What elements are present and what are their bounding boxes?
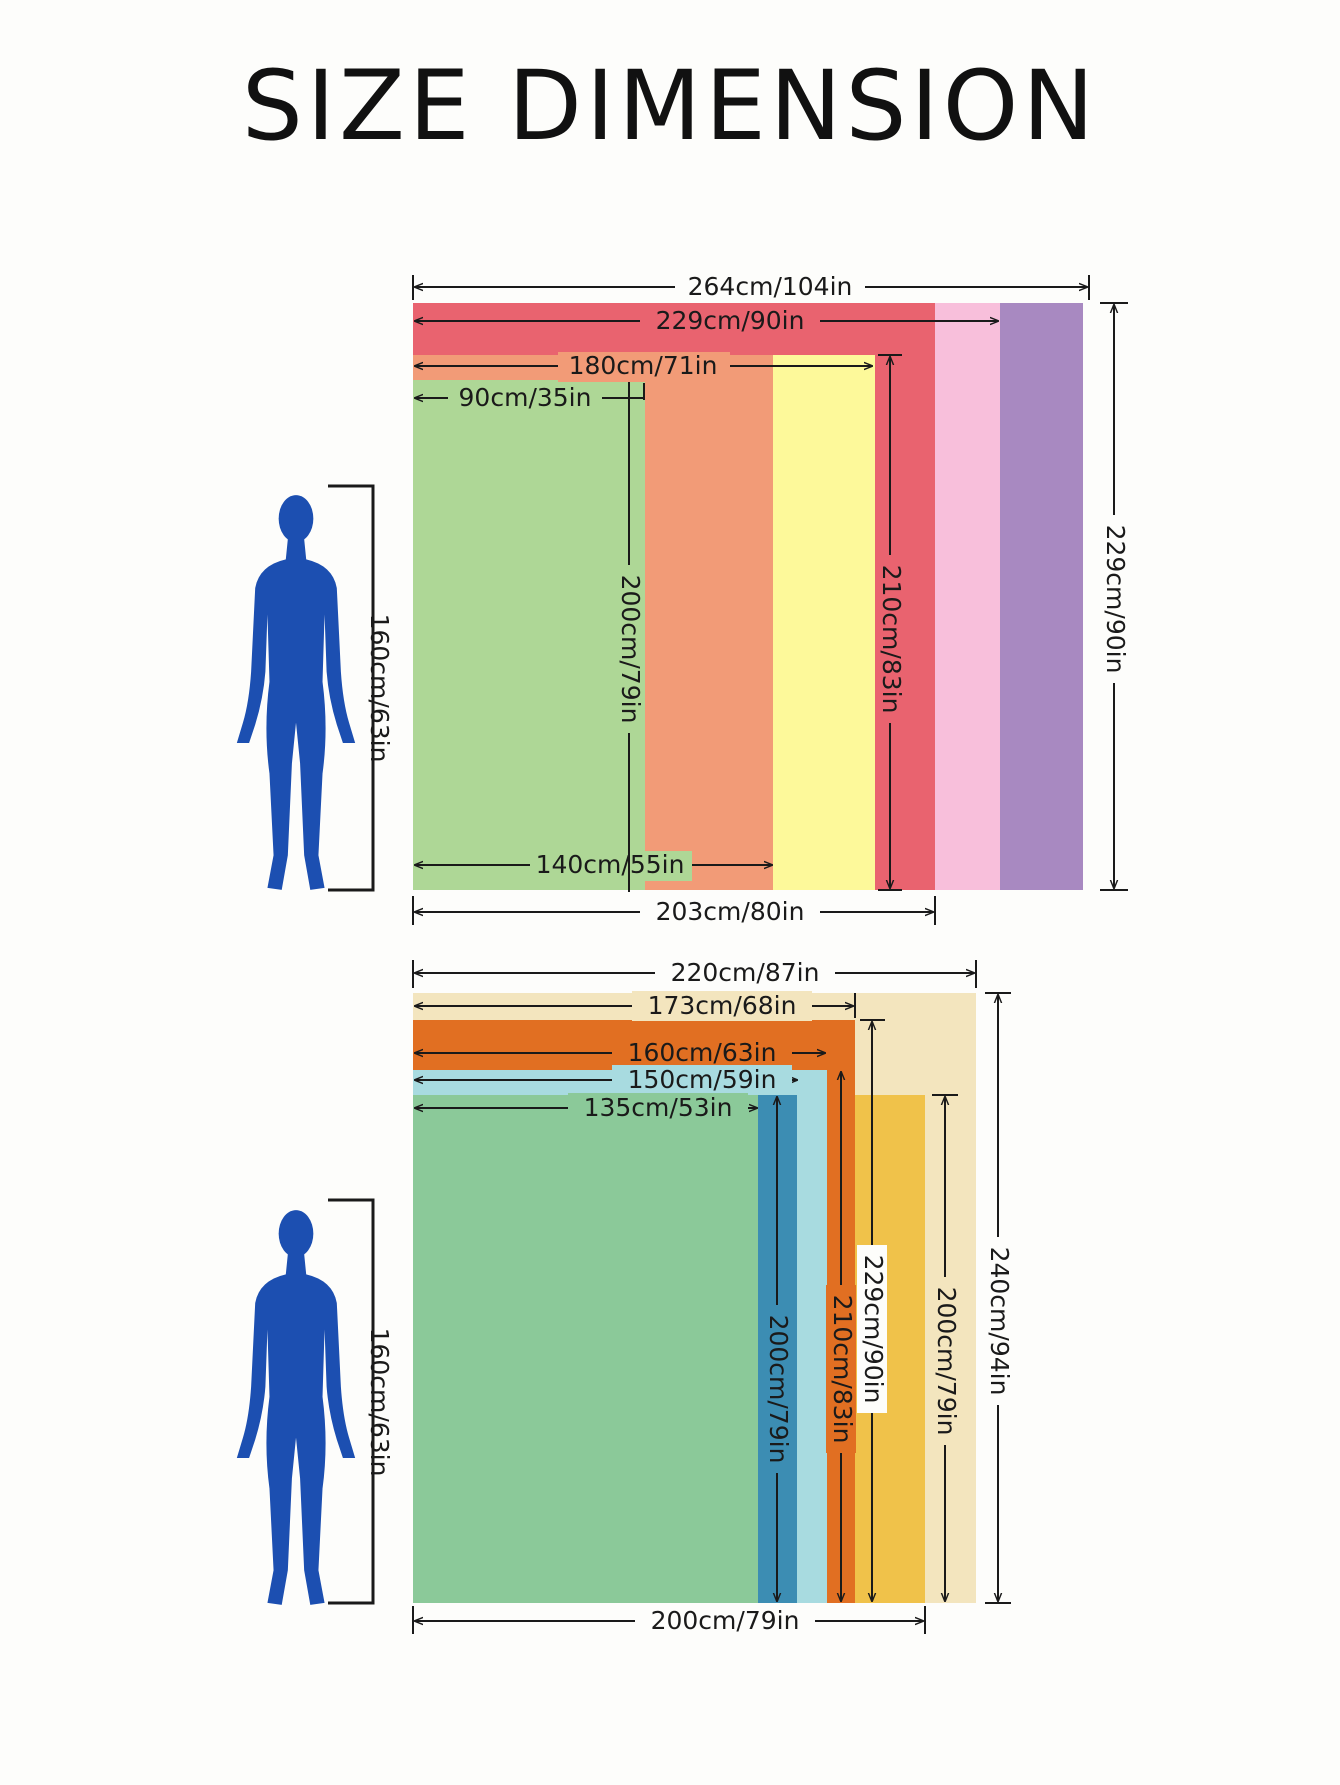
bottom-person-icon [236, 1210, 356, 1605]
top-rect-green [413, 380, 645, 890]
top-width-229-label: 229cm/90in [656, 306, 805, 335]
bottom-height-240-label: 240cm/94in [985, 1247, 1014, 1396]
page-title: SIZE DIMENSION [241, 50, 1099, 162]
top-height-210-label: 210cm/83in [877, 565, 906, 714]
bottom-height-210-label: 210cm/83in [828, 1295, 857, 1444]
bottom-height-200a-label: 200cm/79in [764, 1315, 793, 1464]
top-height-229-label: 229cm/90in [1101, 525, 1130, 674]
top-rect-pink [935, 303, 1000, 890]
bottom-width-200-label: 200cm/79in [651, 1606, 800, 1635]
top-rect-purple [998, 303, 1083, 890]
bottom-person-height-label: 160cm/63in [365, 1328, 394, 1477]
bottom-diagram: 160cm/63in 220cm/87in 173cm/68in 160cm/6… [236, 958, 1014, 1636]
top-person-height-label: 160cm/63in [365, 614, 394, 763]
bottom-width-160-label: 160cm/63in [628, 1038, 777, 1067]
top-width-140-label: 140cm/55in [536, 850, 685, 879]
bottom-person-height-bracket [328, 1198, 375, 1605]
top-diagram: 160cm/63in 264cm/104in 229cm/90in 180cm/… [236, 272, 1130, 928]
top-person-icon [236, 495, 356, 890]
bottom-rect-green [413, 1095, 758, 1603]
bottom-width-173-label: 173cm/68in [648, 991, 797, 1020]
top-width-264-label: 264cm/104in [688, 272, 853, 301]
top-width-180-label: 180cm/71in [569, 351, 718, 380]
top-width-90-label: 90cm/35in [459, 383, 592, 412]
bottom-width-150-label: 150cm/59in [628, 1065, 777, 1094]
bottom-width-135-label: 135cm/53in [584, 1093, 733, 1122]
top-height-200-label: 200cm/79in [616, 575, 645, 724]
bottom-height-229-label: 229cm/90in [859, 1255, 888, 1404]
bottom-height-200b-label: 200cm/79in [932, 1287, 961, 1436]
bottom-width-220-label: 220cm/87in [671, 958, 820, 987]
top-width-203-label: 203cm/80in [656, 897, 805, 926]
top-person-height-bracket [328, 484, 375, 892]
